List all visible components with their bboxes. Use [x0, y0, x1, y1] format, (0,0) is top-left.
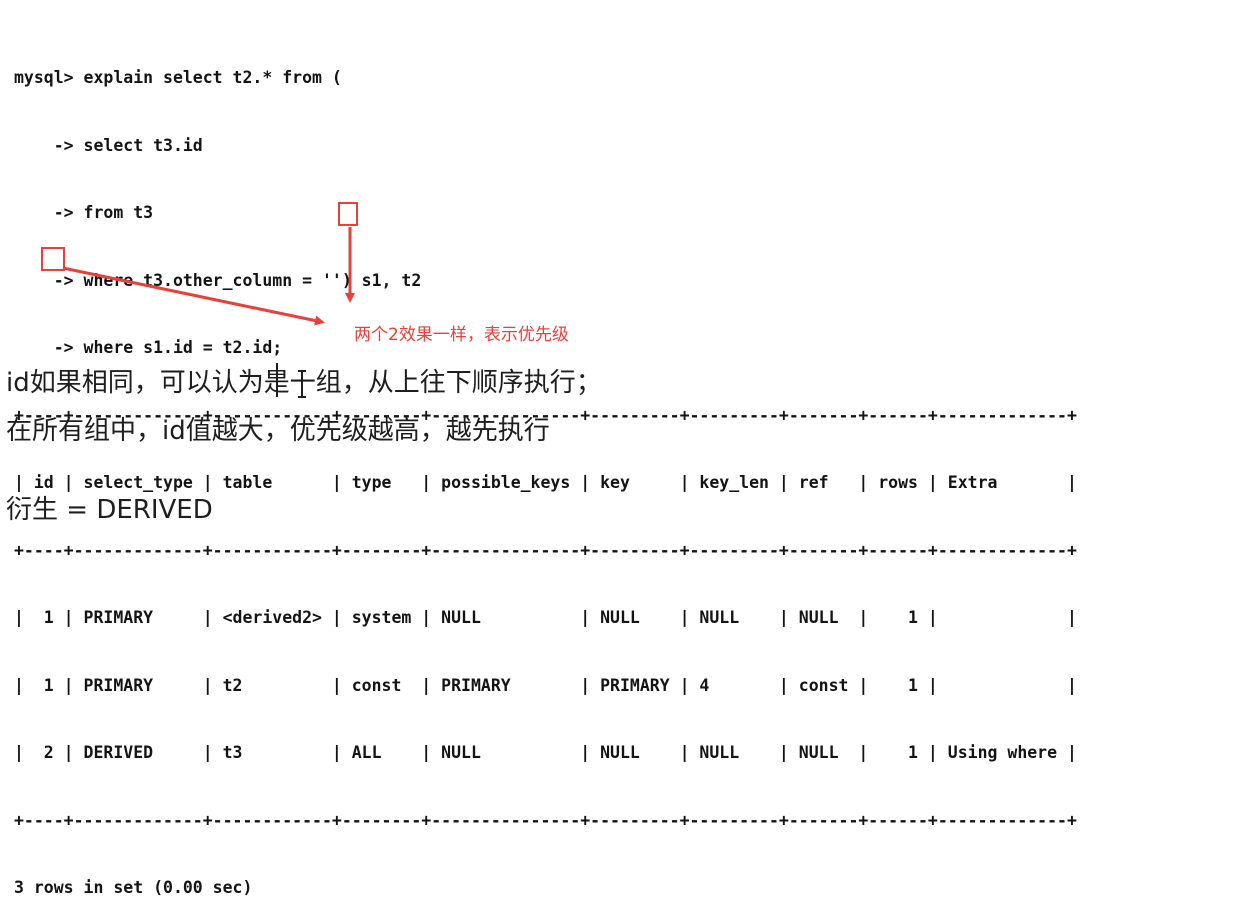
table-row: | 1 | PRIMARY | <derived2> | system | NU… [14, 608, 1077, 627]
annotation-text: 两个2效果一样，表示优先级 [354, 325, 569, 345]
highlight-box-derived2 [338, 202, 358, 226]
table-row: | 2 | DERIVED | t3 | ALL | NULL | NULL |… [14, 743, 1077, 762]
query-line: -> select t3.id [14, 135, 203, 155]
table-border: +----+-------------+------------+-------… [14, 810, 1077, 830]
table-header-row: | id | select_type | table | type | poss… [14, 473, 1077, 492]
table-row: | 1 | PRIMARY | t2 | const | PRIMARY | P… [14, 675, 1077, 695]
ibeam-cursor-icon [298, 370, 306, 398]
annotation-arrows [62, 227, 355, 326]
result-summary: 3 rows in set (0.00 sec) [14, 878, 253, 897]
query-line: mysql> explain select t2.* from ( [14, 68, 342, 87]
note-line: 衍生 = DERIVED [6, 495, 213, 525]
query-line: -> where s1.id = t2.id; [14, 338, 283, 357]
text-caret [276, 363, 278, 397]
query-line: -> from t3 [14, 203, 154, 222]
query-line: -> where t3.other_column = '') s1, t2 [14, 270, 422, 290]
highlight-box-id2 [41, 247, 65, 271]
table-border: +----+-------------+------------+-------… [14, 540, 1077, 560]
note-line: 在所有组中，id值越大，优先级越高，越先执行 [6, 416, 550, 446]
arrow-from-id2 [62, 266, 325, 326]
table-border: +----+-------------+------------+-------… [14, 405, 1077, 425]
note-line: id如果相同，可以认为是一组，从上往下顺序执行； [6, 368, 602, 398]
